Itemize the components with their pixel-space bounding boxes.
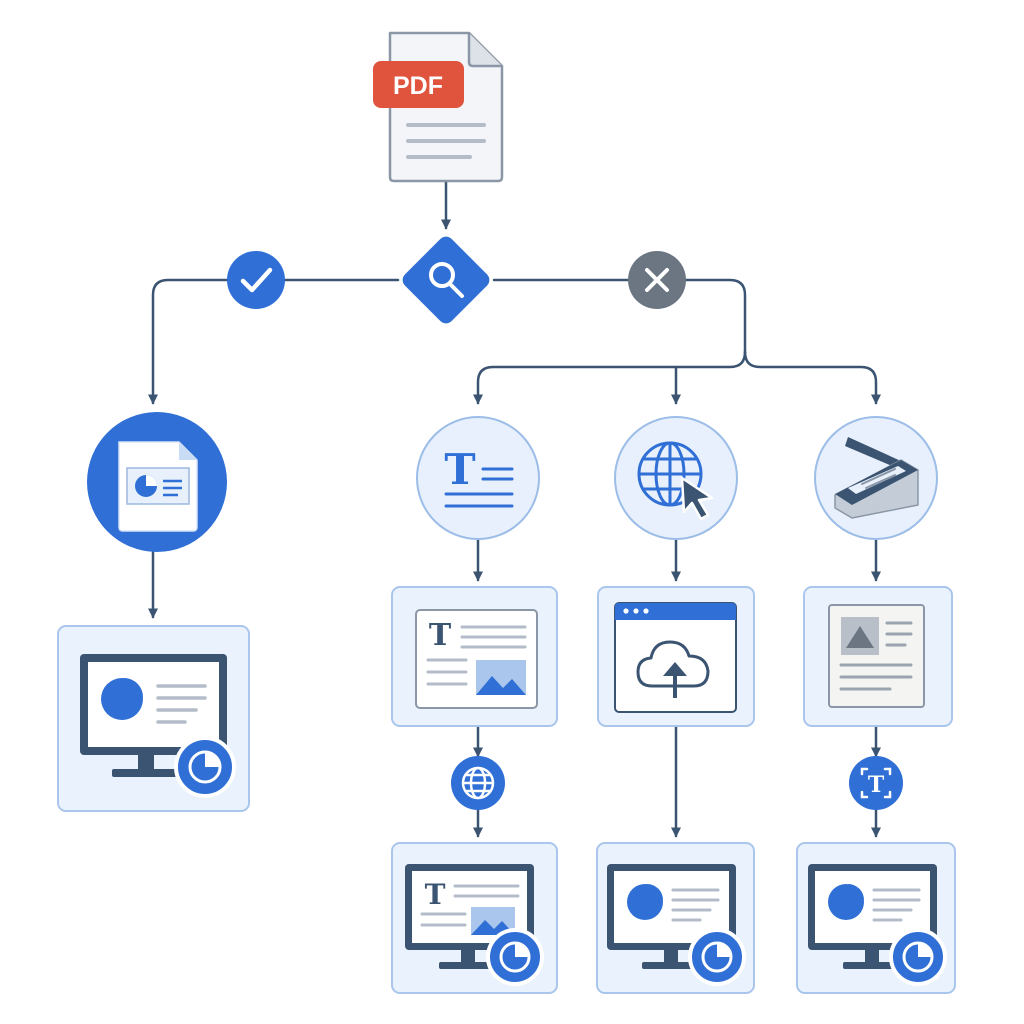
cloud-icon: [636, 640, 710, 688]
chart-badge-icon: [889, 928, 947, 986]
pdf-badge: [373, 61, 464, 108]
checkmark-icon: [240, 267, 273, 293]
chart-badge-icon: [174, 736, 236, 798]
svg-text:T: T: [429, 618, 452, 653]
upload-arrow-icon: [663, 662, 687, 698]
flatbed-scanner-icon: [834, 437, 919, 519]
no-badge: [628, 251, 686, 309]
chart-badge-icon: [688, 928, 746, 986]
scanned-page-panel: [803, 586, 953, 727]
svg-text:T: T: [444, 445, 475, 494]
pdf-badge-text: PDF: [393, 72, 443, 100]
connector-lines: [148, 180, 881, 838]
line-no-split-left: [473, 350, 747, 405]
monitor-chart-icon: [607, 864, 746, 986]
text-extraction-node: T: [416, 416, 540, 540]
web-output-panel: [596, 842, 755, 994]
line-decision-yes-branch: [148, 278, 400, 405]
pdf-document-icon: PDF: [373, 31, 504, 183]
native-presentation-node: [87, 412, 227, 552]
text-image-document-panel: T: [391, 586, 558, 727]
line-no-split-right: [743, 350, 881, 405]
translate-web-badge: [451, 756, 505, 810]
scan-node: [814, 416, 938, 540]
text-lines-icon: T: [444, 445, 514, 508]
text-image-page-icon: T: [415, 609, 538, 709]
cursor-arrow-icon: [680, 476, 714, 521]
monitor-chart-icon: [80, 654, 236, 798]
line-decision-no-branch: [492, 278, 747, 354]
presentation-file-icon: [118, 441, 198, 532]
svg-text:T: T: [868, 772, 885, 798]
image-thumbnail-icon: [476, 660, 526, 695]
browser-cloud-upload-icon: [614, 602, 737, 713]
cross-icon: [645, 268, 669, 292]
chart-badge-icon: [486, 928, 544, 986]
web-upload-node: [614, 416, 738, 540]
globe-icon: [461, 766, 495, 800]
magnifier-icon: [429, 262, 464, 298]
ocr-badge: T: [849, 756, 903, 810]
monitor-chart-icon: [808, 864, 947, 986]
scanned-page-icon: [828, 604, 925, 708]
text-output-panel: T: [391, 842, 558, 994]
native-output-panel: [57, 625, 250, 812]
scan-output-panel: [796, 842, 956, 994]
browser-upload-panel: [597, 586, 755, 727]
globe-cursor-icon: [637, 441, 714, 521]
decision-diamond: [402, 236, 490, 324]
yes-badge: [227, 251, 285, 309]
ocr-text-icon: T: [860, 767, 892, 799]
svg-text:T: T: [425, 878, 446, 911]
monitor-text-image-icon: T: [405, 864, 544, 986]
